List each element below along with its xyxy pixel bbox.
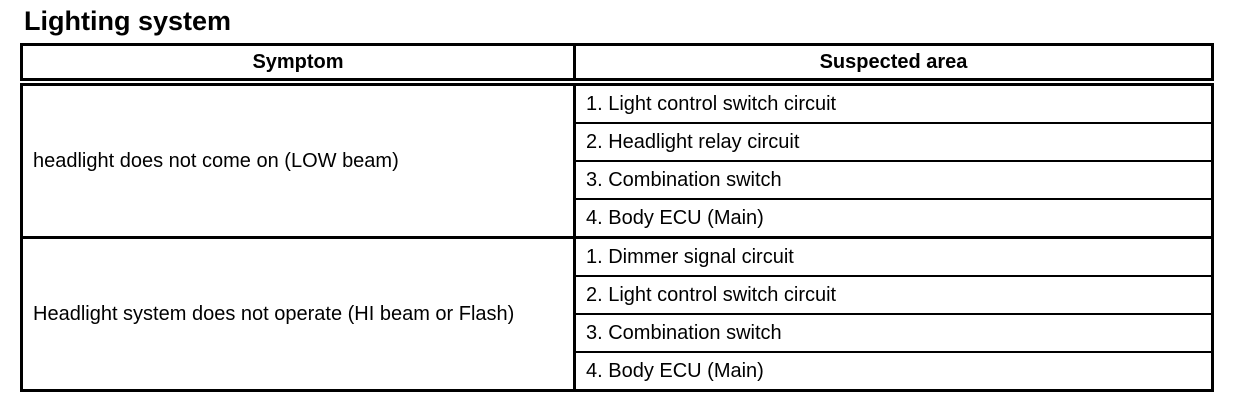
symptom-cell-low-beam: headlight does not come on (LOW beam) [20, 80, 576, 239]
suspected-area-cell: 3. Combination switch [573, 313, 1214, 354]
suspected-area-cell: 4. Body ECU (Main) [573, 198, 1214, 239]
table-row: 2. Headlight relay circuit [22, 122, 1214, 163]
suspected-area-column-header: Suspected area [573, 43, 1214, 87]
suspected-area-cell: 3. Combination switch [573, 160, 1214, 201]
lighting-system-table: Symptom Suspected area headlight does no… [20, 43, 1214, 393]
table-row: 4. Body ECU (Main) [22, 351, 1214, 393]
suspected-area-cell: 1. Dimmer signal circuit [573, 236, 1214, 278]
suspected-area-cell: 4. Body ECU (Main) [573, 351, 1214, 393]
symptom-column-header: Symptom [20, 43, 576, 87]
suspected-area-cell: 2. Light control switch circuit [573, 275, 1214, 316]
table-row: 2. Light control switch circuit [22, 275, 1214, 316]
symptom-cell-hi-beam: Headlight system does not operate (HI be… [20, 236, 576, 392]
table-row: 3. Combination switch [22, 160, 1214, 201]
suspected-area-cell: 1. Light control switch circuit [573, 80, 1214, 125]
table-row: 4. Body ECU (Main) [22, 198, 1214, 239]
header-row: Symptom Suspected area [20, 43, 1214, 87]
table-row: 3. Combination switch [22, 313, 1214, 354]
table-row: Headlight system does not operate (HI be… [20, 236, 1214, 392]
page-title: Lighting system [24, 6, 232, 36]
table-row: headlight does not come on (LOW beam) 1.… [20, 80, 1214, 239]
suspected-area-cell: 2. Headlight relay circuit [573, 122, 1214, 163]
